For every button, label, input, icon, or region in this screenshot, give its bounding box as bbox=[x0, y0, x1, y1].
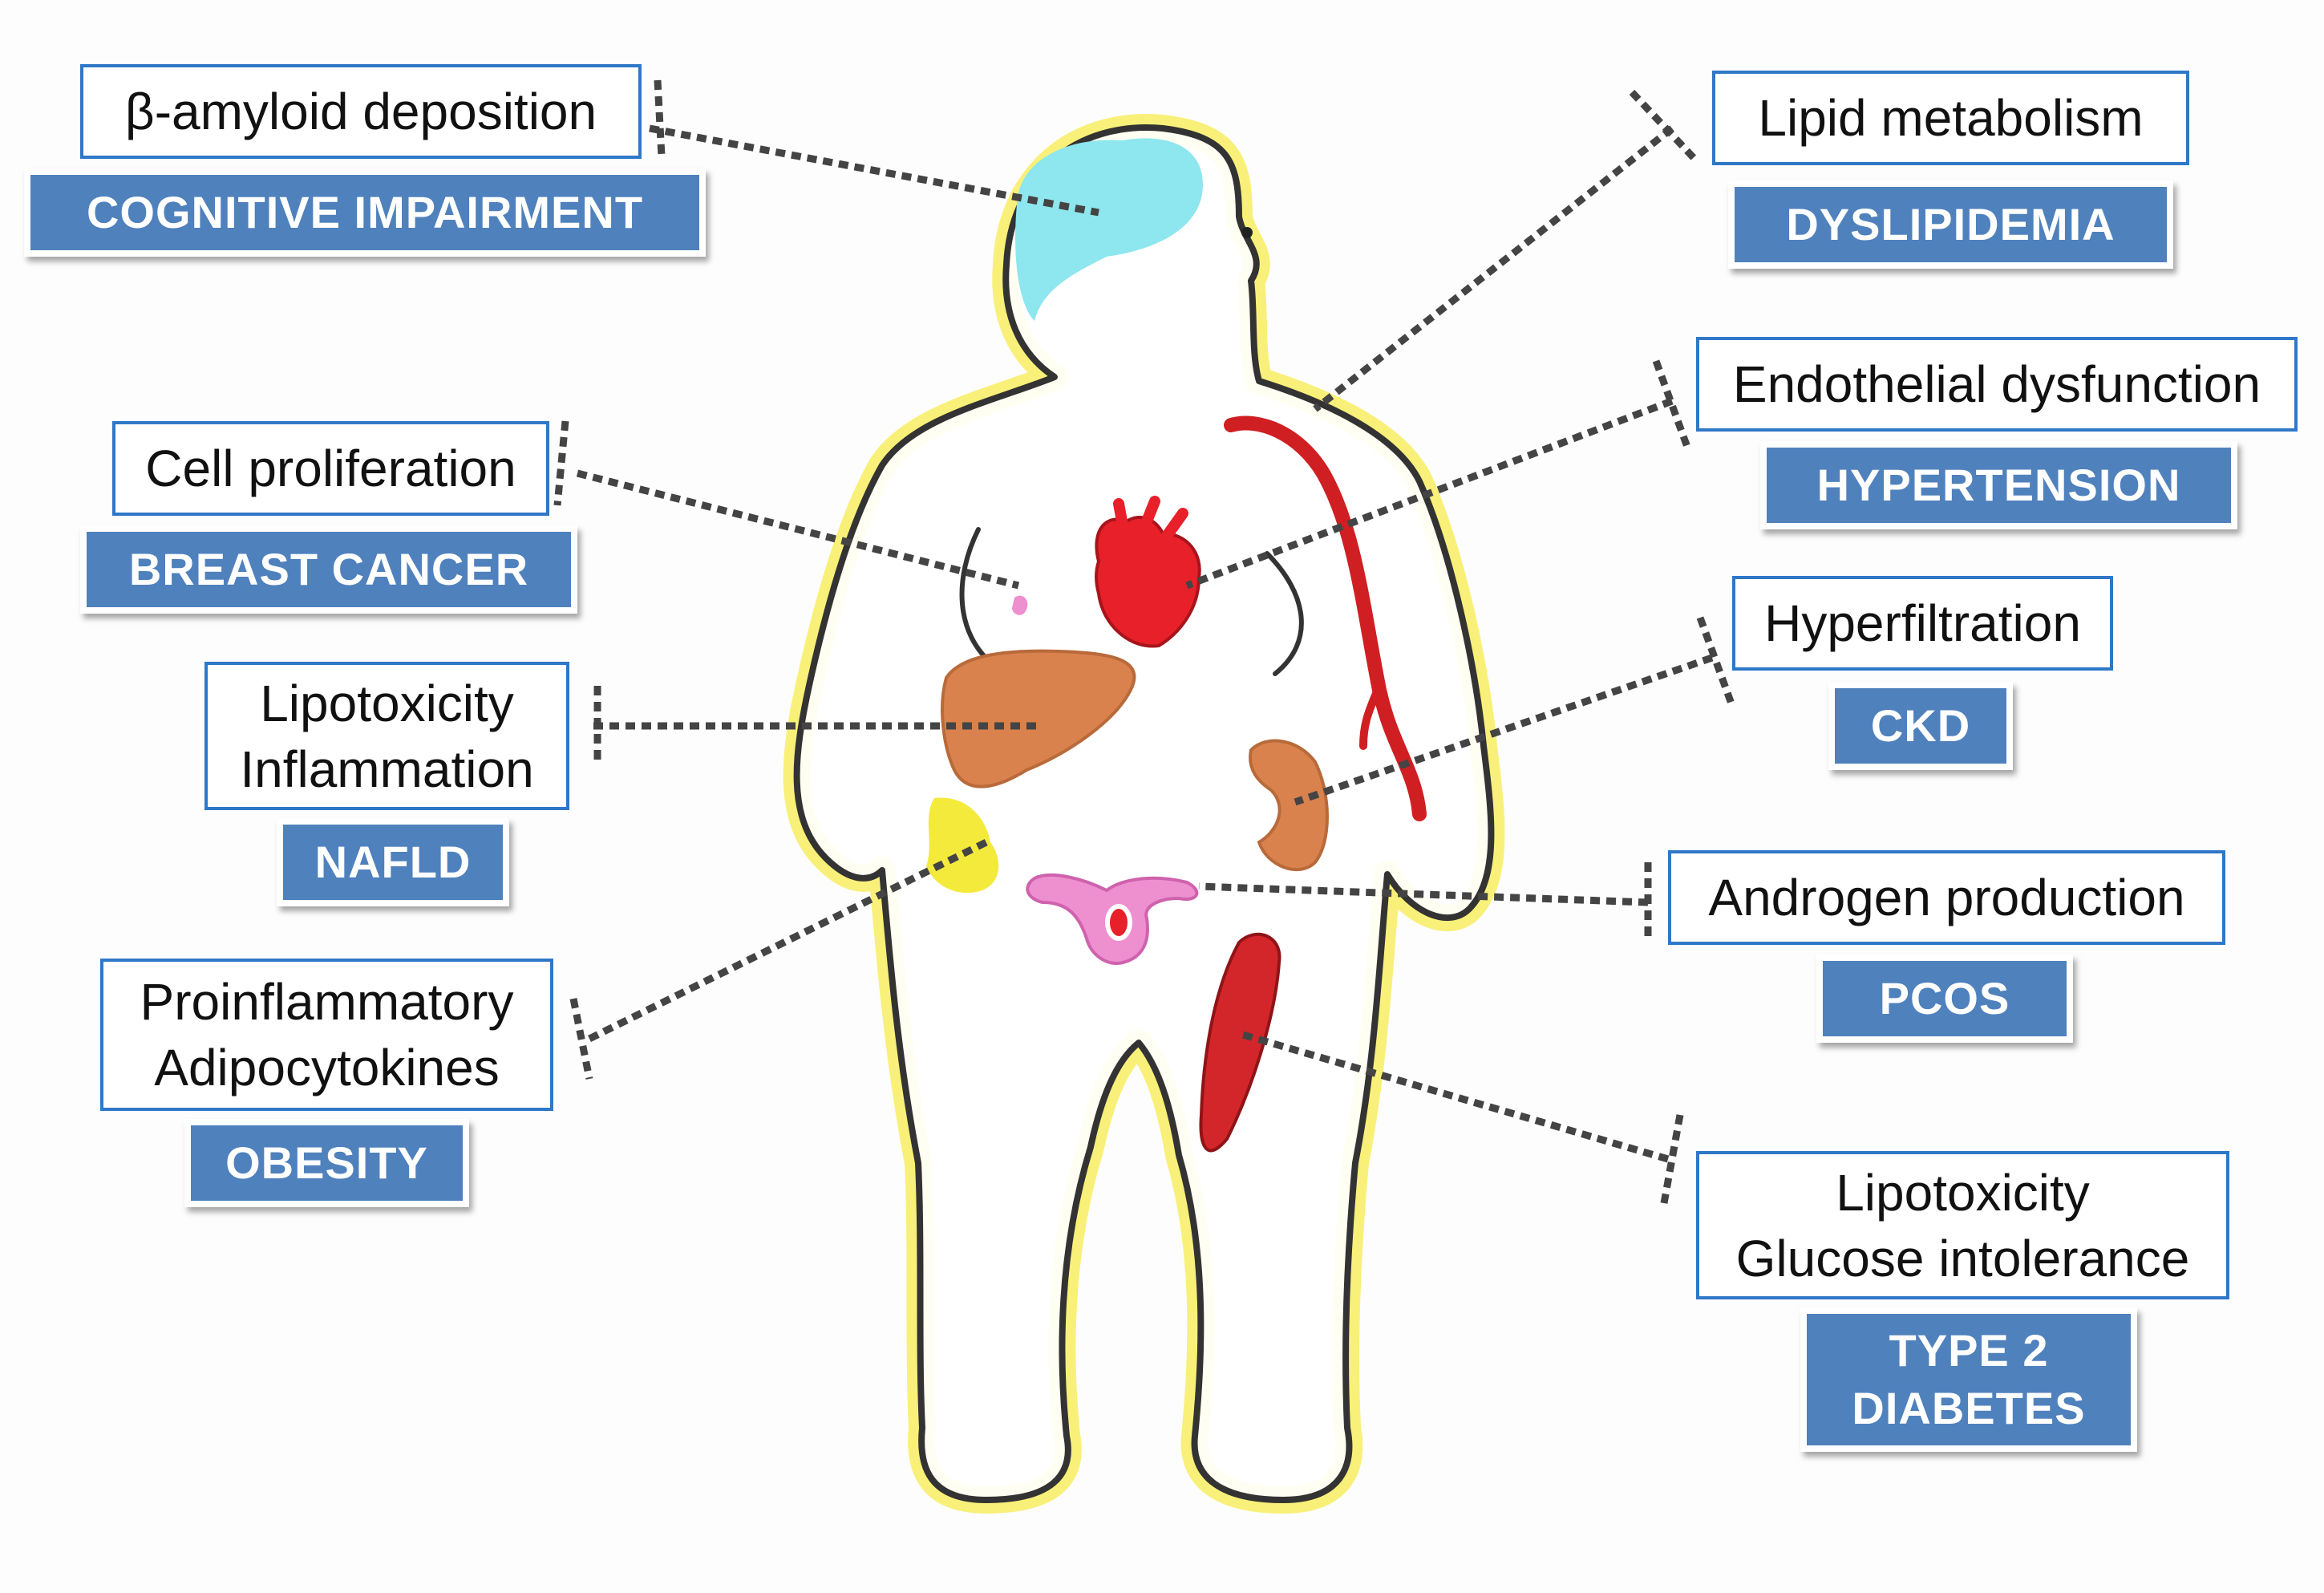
disease-label-nafld: NAFLD bbox=[277, 818, 509, 906]
disease-label-hypertension: HYPERTENSION bbox=[1760, 441, 2237, 529]
mechanism-label-brain: β-amyloid deposition bbox=[80, 64, 642, 159]
kidney-shape bbox=[1249, 739, 1329, 871]
mechanism-text: Inflammation bbox=[240, 740, 534, 798]
abdomen-fold-line bbox=[959, 527, 1304, 676]
brain-shape bbox=[1015, 138, 1203, 321]
liver-shape bbox=[941, 649, 1136, 788]
uterus-core bbox=[1105, 904, 1132, 941]
heart-top-vessels bbox=[1113, 496, 1188, 541]
body-outline bbox=[793, 124, 1495, 1503]
mechanism-text: Lipid metabolism bbox=[1758, 89, 2144, 147]
mechanism-text: β-amyloid deposition bbox=[124, 83, 597, 140]
mechanism-text: Cell proliferation bbox=[145, 440, 516, 497]
mechanism-label-adipose: Proinflammatory Adipocytokines bbox=[100, 959, 553, 1111]
disease-text: PCOS bbox=[1879, 973, 2010, 1023]
mechanism-label-ovary: Androgen production bbox=[1668, 850, 2225, 945]
disease-text: HYPERTENSION bbox=[1816, 460, 2181, 510]
visceral-fat-shape bbox=[926, 797, 999, 894]
disease-text: COGNITIVE IMPAIRMENT bbox=[86, 187, 644, 237]
mechanism-label-heart: Endothelial dysfunction bbox=[1696, 337, 2298, 432]
leader-heart bbox=[1185, 359, 1692, 590]
mechanism-label-muscle: Lipotoxicity Glucose intolerance bbox=[1696, 1151, 2229, 1299]
disease-label-type-2-diabetes: TYPE 2 DIABETES bbox=[1800, 1307, 2137, 1452]
mechanism-text: Androgen production bbox=[1708, 869, 2185, 926]
eye-dot bbox=[1241, 227, 1253, 238]
human-body-silhouette bbox=[783, 114, 1505, 1514]
disease-label-breast-cancer: BREAST CANCER bbox=[80, 525, 577, 614]
disease-text: DYSLIPIDEMIA bbox=[1786, 199, 2115, 249]
disease-label-ckd: CKD bbox=[1828, 682, 2013, 770]
artery-shape bbox=[1224, 415, 1427, 821]
mechanism-text: Lipotoxicity bbox=[1836, 1163, 2090, 1222]
disease-text: TYPE 2 bbox=[1889, 1325, 2049, 1376]
mechanism-text: Lipotoxicity bbox=[260, 674, 514, 732]
artery-branch bbox=[1359, 686, 1382, 750]
disease-text: CKD bbox=[1870, 700, 1971, 751]
mechanism-label-breast: Cell proliferation bbox=[112, 421, 549, 516]
leader-adipose bbox=[569, 838, 988, 1080]
leader-muscle bbox=[1241, 1031, 1684, 1204]
disease-label-dyslipidemia: DYSLIPIDEMIA bbox=[1728, 180, 2173, 269]
leader-liver bbox=[593, 686, 1043, 766]
mechanism-label-liver: Lipotoxicity Inflammation bbox=[204, 662, 569, 810]
breast-nipple bbox=[1012, 595, 1028, 615]
muscle-shape bbox=[1199, 932, 1281, 1153]
mechanism-text: Hyperfiltration bbox=[1764, 594, 2081, 652]
disease-label-cognitive-impairment: COGNITIVE IMPAIRMENT bbox=[24, 168, 706, 257]
leader-vessel bbox=[1313, 89, 1699, 412]
leader-brain bbox=[649, 79, 1099, 217]
mechanism-label-vessel: Lipid metabolism bbox=[1712, 71, 2189, 165]
disease-text: BREAST CANCER bbox=[128, 544, 529, 594]
mechanism-label-kidney: Hyperfiltration bbox=[1732, 576, 2113, 671]
mechanism-text: Proinflammatory bbox=[140, 973, 514, 1031]
leader-kidney bbox=[1294, 616, 1736, 806]
mechanism-text: Glucose intolerance bbox=[1735, 1229, 2190, 1287]
mechanism-text: Endothelial dysfunction bbox=[1732, 355, 2261, 413]
disease-label-obesity: OBESITY bbox=[184, 1119, 469, 1207]
disease-text: DIABETES bbox=[1852, 1383, 2086, 1433]
disease-text: NAFLD bbox=[314, 837, 472, 887]
leader-breast bbox=[553, 420, 1020, 590]
leader-ovary bbox=[1198, 862, 1652, 942]
disease-label-pcos: PCOS bbox=[1816, 955, 2073, 1043]
disease-text: OBESITY bbox=[225, 1137, 428, 1188]
mechanism-text: Adipocytokines bbox=[154, 1039, 500, 1096]
